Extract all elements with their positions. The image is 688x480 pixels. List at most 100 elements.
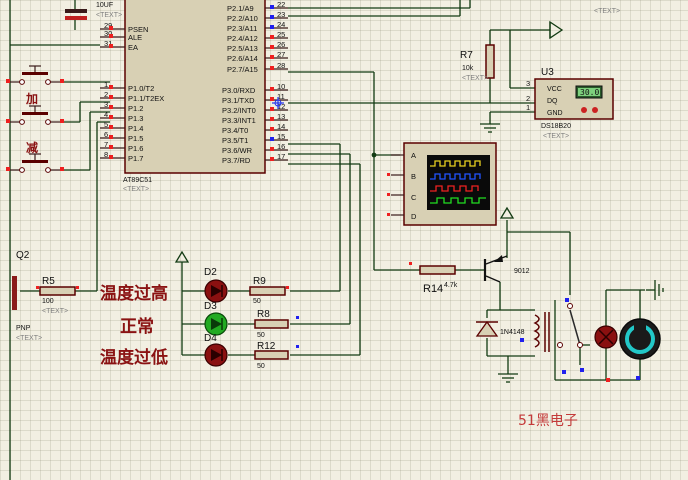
- led-d3-name: D3: [204, 301, 217, 312]
- sensor-ds18b20[interactable]: U3 VCC DQ GND 3 2 1 30.0 DS18B20 <TEXT> …: [526, 8, 620, 140]
- scope-ch-a: A: [411, 151, 416, 160]
- pin-number: 26: [277, 40, 285, 49]
- capacitor-c[interactable]: 10UF <TEXT>: [65, 0, 122, 30]
- u3-down-button[interactable]: [592, 107, 598, 113]
- mcu-pin-24[interactable]: P2.3/A11 24: [227, 20, 288, 33]
- pin-number: 1: [104, 80, 108, 89]
- ground-icon: [480, 123, 500, 133]
- wire-network: [9, 0, 645, 480]
- mcu-pin-28[interactable]: P2.7/A15 28: [227, 61, 288, 74]
- scope-ch-c: C: [411, 193, 417, 202]
- pin-number: 29: [104, 21, 112, 30]
- r8-name: R8: [257, 309, 270, 320]
- pin-number: 10: [277, 82, 285, 91]
- led-d3-text: 正常: [120, 316, 154, 337]
- r12-value: 50: [257, 363, 265, 370]
- r5-name: R5: [42, 276, 55, 287]
- u3-pin-gnd: GND: [547, 110, 563, 117]
- led-d2[interactable]: 温度过高 D2: [100, 267, 228, 304]
- pin-label: P2.3/A11: [227, 24, 257, 33]
- resistor-r7[interactable]: R7 10k <TEXT>: [460, 44, 495, 82]
- button-add[interactable]: 加: [6, 91, 64, 125]
- oscilloscope[interactable]: A B C D: [387, 142, 497, 226]
- pin-number: 3: [104, 100, 108, 109]
- r8-value: 50: [257, 332, 265, 339]
- pin-label: P3.2/INT0: [222, 106, 256, 115]
- pin-label: P1.6: [128, 144, 143, 153]
- led-supply-arrow-icon: [174, 250, 190, 265]
- relay[interactable]: [520, 298, 584, 374]
- trace-a: [430, 160, 481, 167]
- pin-label: P2.2/A10: [227, 14, 258, 23]
- scope-ch-d: D: [411, 212, 417, 221]
- ground-motor-icon: [646, 280, 664, 300]
- power-arrow-icon: [549, 20, 564, 40]
- pin-label: P3.5/T1: [222, 136, 248, 145]
- pin-label: P1.2: [128, 104, 143, 113]
- button-sub[interactable]: 减: [6, 140, 64, 173]
- pin-label: P2.7/A15: [227, 65, 258, 74]
- resistor-r5[interactable]: R5 100 <TEXT>: [36, 276, 79, 315]
- lamp[interactable]: [594, 325, 618, 349]
- pin-label: P3.4/T0: [222, 126, 248, 135]
- motor-icon[interactable]: [606, 318, 661, 382]
- transistor-9012[interactable]: 9012: [483, 206, 530, 283]
- pin-number: 4: [104, 110, 108, 119]
- pin-label: P3.7/RD: [222, 156, 251, 165]
- ground-relay-icon: [498, 373, 518, 383]
- q2-placeholder: <TEXT>: [16, 335, 42, 342]
- pin-number: 27: [277, 50, 285, 59]
- trace-b: [430, 173, 481, 180]
- button-p10[interactable]: [6, 65, 64, 85]
- transistor-q2[interactable]: Q2 PNP <TEXT>: [12, 250, 42, 342]
- led-d4-name: D4: [204, 333, 217, 344]
- resistor-r12[interactable]: R12 50: [254, 341, 299, 370]
- pin-number: 28: [277, 61, 285, 70]
- u3-pin-vcc: VCC: [547, 86, 562, 93]
- diode-1n4148[interactable]: 1N4148: [475, 320, 525, 337]
- resistor-r9[interactable]: R9 50: [249, 276, 289, 305]
- pin-label: P2.4/A12: [227, 34, 258, 43]
- mcu-pin-3[interactable]: 3 P1.2: [100, 100, 143, 113]
- scope-ch-b: B: [411, 172, 416, 181]
- capacitor-placeholder: <TEXT>: [96, 12, 122, 19]
- resistor-r14[interactable]: R14 4.7k: [409, 262, 458, 295]
- u3-name: U3: [541, 67, 554, 78]
- resistor-r8[interactable]: R8 50: [254, 309, 299, 339]
- r14-value: 4.7k: [444, 282, 458, 289]
- pin-label: P1.5: [128, 134, 143, 143]
- vcc-arrow-icon: [499, 206, 515, 219]
- pin-label: EA: [128, 43, 138, 52]
- pin-number: 24: [277, 20, 285, 29]
- r9-name: R9: [253, 276, 266, 287]
- led-d3[interactable]: 正常 D3: [120, 301, 228, 337]
- pin-number: 5: [104, 120, 108, 129]
- u3-up-button[interactable]: [581, 107, 587, 113]
- led-d4[interactable]: 温度过低 D4: [100, 333, 228, 368]
